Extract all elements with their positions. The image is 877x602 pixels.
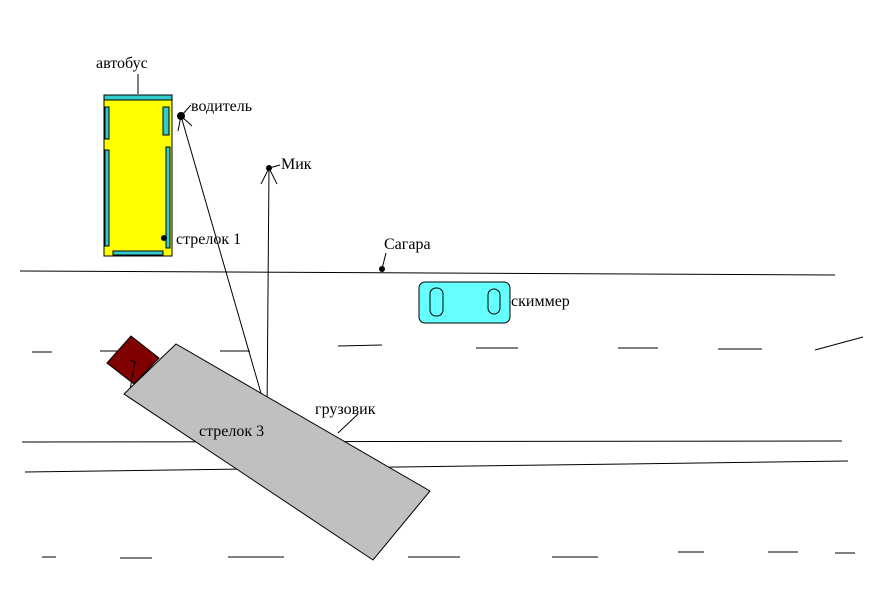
mik-label-leader: [268, 164, 281, 169]
shooter1-point: [161, 235, 167, 241]
road-lower-line-1: [21, 440, 843, 443]
bus-front-bar: [103, 94, 173, 101]
bus-door-right: [162, 106, 170, 136]
shooter1-label: стрелок 1: [176, 231, 242, 248]
sagara-label: Сагара: [384, 236, 431, 253]
lane-dashes-lower: [42, 551, 855, 559]
skimmer-window-left: [429, 287, 444, 317]
driver-label-leader: [180, 104, 192, 117]
truck-label-leader: [337, 413, 359, 434]
bus-window-right-bottom: [165, 146, 171, 249]
road-top-edge: [19, 270, 836, 276]
driver-label: водитель: [191, 98, 253, 115]
line-shooter3-to-mik: [266, 167, 270, 415]
lane-dashes-upper: [32, 336, 864, 353]
road-lower-line-2: [24, 460, 849, 473]
bus-window-left-top: [104, 106, 110, 140]
skimmer-window-right: [487, 288, 501, 315]
bus-window-left-bottom: [104, 149, 110, 247]
truck-hitch: [129, 359, 136, 391]
bus-rear-bar: [112, 250, 164, 256]
line-driver-to-shooter3: [180, 115, 268, 415]
truck-trailer: [123, 343, 431, 561]
mik-label: Мик: [281, 156, 312, 173]
bus: [103, 94, 173, 257]
skimmer-label: скиммер: [511, 293, 570, 310]
bus-label: автобус: [96, 55, 148, 72]
skimmer: [418, 281, 511, 324]
shooter3-label: стрелок 3: [199, 423, 265, 440]
truck-cab: [106, 335, 160, 385]
truck: [106, 335, 431, 561]
sagara-label-leader: [381, 252, 387, 270]
truck-label: грузовик: [315, 401, 376, 418]
